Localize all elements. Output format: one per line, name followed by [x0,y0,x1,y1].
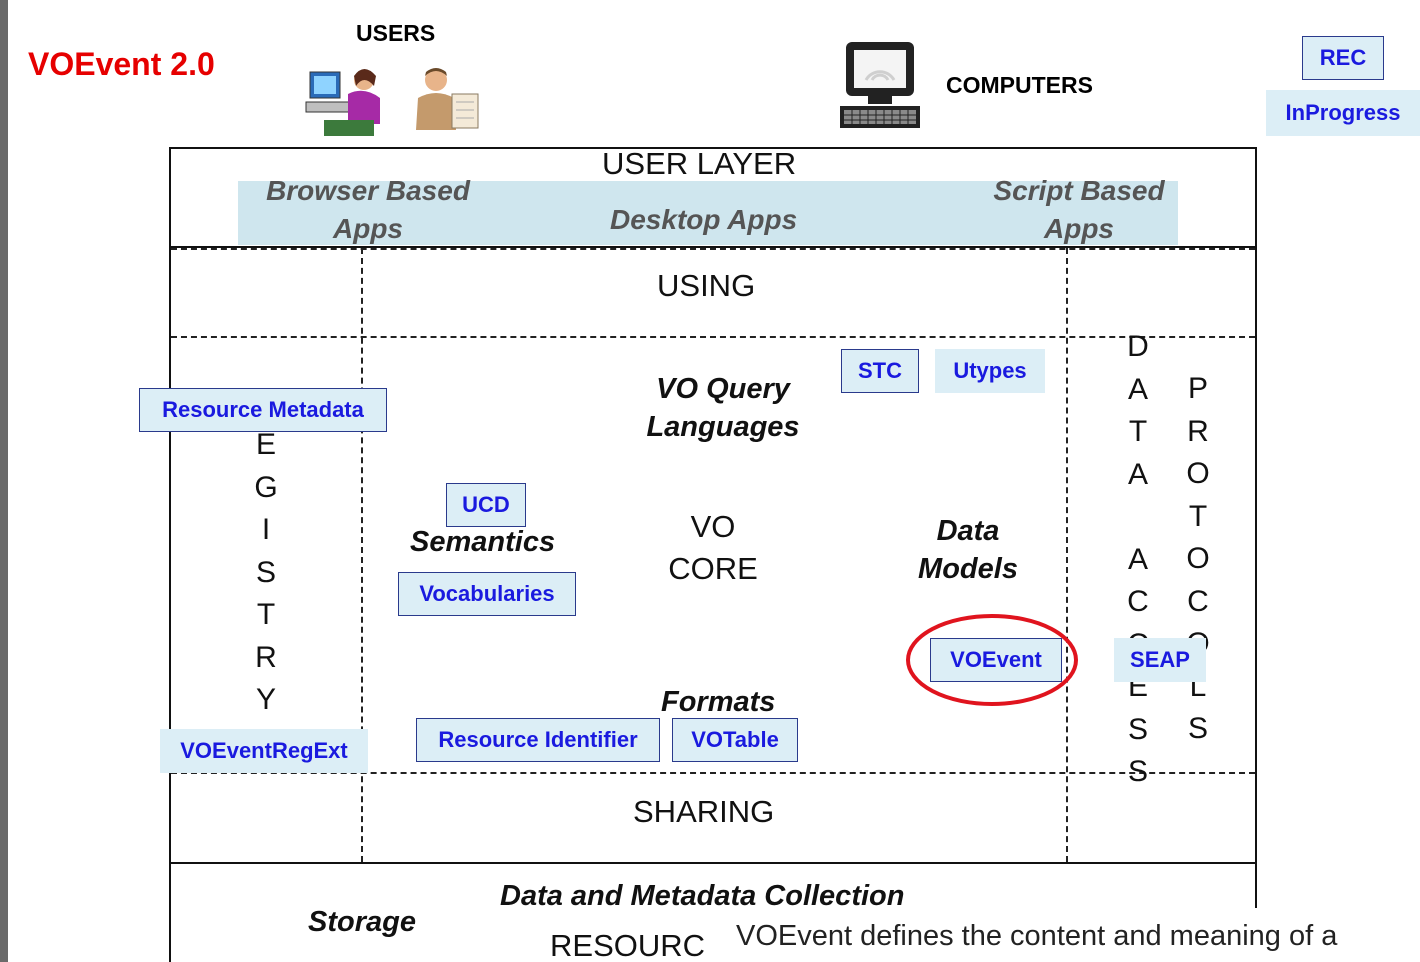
registry-letter: I [261,513,271,546]
resource-identifier-box[interactable]: Resource Identifier [416,718,660,762]
frame-left [169,147,171,962]
frame-right [1255,147,1257,962]
registry-letter: G [254,470,278,504]
vo-core-line1: VO [690,509,736,544]
desktop-apps-label: Desktop Apps [610,204,798,235]
collection-label: Data and Metadata Collection [500,880,905,912]
user-layer-bottom [169,246,1257,248]
script-apps-label: Script Based Apps [948,172,1210,248]
dash-left [361,248,363,862]
legend-rec: REC [1302,36,1384,80]
data-access-letter: C [1127,585,1149,618]
browser-apps-line1: Browser Based [266,175,470,206]
protocols-letter: S [1187,712,1208,745]
computer-icon [840,42,920,128]
registry-letter: E [255,428,276,461]
frame-top [169,147,1257,149]
user-layer-band [238,181,1178,245]
sharing-label: SHARING [633,794,775,829]
voeventregext-box[interactable]: VOEventRegExt [160,729,368,773]
resource-metadata-box[interactable]: Resource Metadata [139,388,387,432]
legend-inprogress: InProgress [1266,90,1420,136]
registry-letter: T [256,598,276,631]
voevent-box[interactable]: VOEvent [930,638,1062,682]
formats-label: Formats [661,686,776,718]
query-line2: Languages [646,411,800,443]
protocols-column: PROTOCOLS [1180,368,1216,751]
tooltip-text: VOEvent defines the content and meaning … [736,920,1338,952]
query-line1: VO Query [656,373,790,405]
user-at-computer-icon [305,69,380,136]
registry-letter: S [255,555,276,589]
data-models-line1: Data [936,515,1000,547]
protocols-letter: P [1187,372,1208,405]
data-access-letter: A [1127,457,1148,491]
data-access-letter [1134,496,1142,539]
semantics-label: Semantics [410,526,556,558]
stc-box[interactable]: STC [841,349,919,393]
data-access-letter: T [1128,415,1148,448]
resource-label: RESOURC [550,928,706,962]
user-layer-title: USER LAYER [602,146,797,181]
data-access-letter: D [1127,330,1149,363]
computers-label: COMPUTERS [946,72,1093,98]
data-access-letter: A [1127,372,1148,406]
protocols-letter: O [1186,542,1210,575]
diagram-title: VOEvent 2.0 [28,46,215,82]
protocols-letter: T [1188,499,1208,533]
ucd-box[interactable]: UCD [446,483,526,527]
dash-sharing-top [171,772,1255,774]
slide: VOEvent 2.0 USERS CO [8,0,1420,962]
registry-letter: R [255,640,277,674]
script-apps-line1: Script Based [993,175,1165,206]
dash-right [1066,248,1068,862]
browser-apps-line2: Apps [333,213,403,244]
voevent-highlight-ring [906,614,1078,706]
protocols-letter: C [1187,584,1209,618]
query-languages-label: VO Query Languages [618,370,828,446]
users-label: USERS [356,20,436,46]
vo-core-label: VO CORE [648,506,778,590]
user-reading-icon [416,68,479,130]
vo-core-line2: CORE [668,551,758,586]
votable-box[interactable]: VOTable [672,718,798,762]
data-models-label: Data Models [903,512,1033,588]
dash-top [171,248,1255,250]
data-models-line2: Models [918,553,1018,585]
utypes-box[interactable]: Utypes [935,349,1045,393]
data-access-letter: A [1127,542,1148,576]
script-apps-line2: Apps [1044,213,1114,244]
vocabularies-box[interactable]: Vocabularies [398,572,576,616]
browser-apps-label: Browser Based Apps [243,172,493,248]
storage-label: Storage [308,906,416,938]
using-label: USING [657,268,756,303]
data-access-letter: S [1127,712,1148,746]
protocols-letter: R [1187,414,1209,448]
resource-layer-top [169,862,1257,864]
protocols-letter: O [1186,457,1210,490]
data-access-letter: S [1127,755,1148,788]
tooltip: VOEvent defines the content and meaning … [722,908,1420,962]
registry-letter: Y [255,683,276,716]
seap-box[interactable]: SEAP [1114,638,1206,682]
dash-using-bottom [171,336,1255,338]
